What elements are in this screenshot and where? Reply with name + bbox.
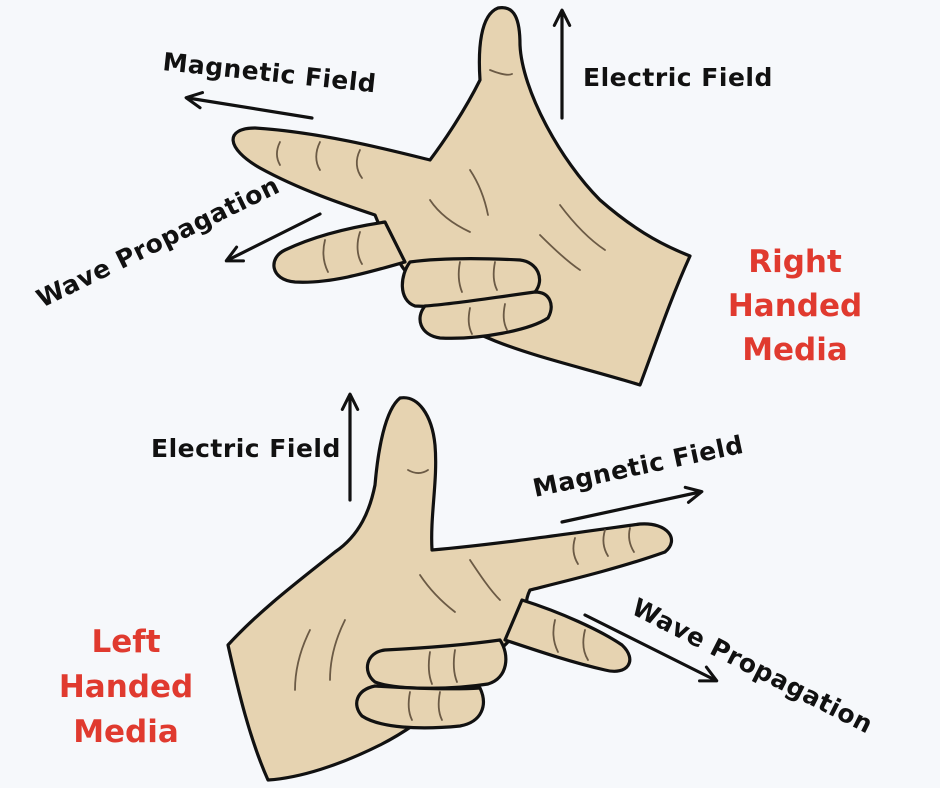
right-wave-label: Wave Propagation — [32, 171, 284, 314]
left-wave-label: Wave Propagation — [627, 593, 878, 740]
left-title-line-3: Media — [73, 714, 179, 750]
left-hand — [226, 396, 674, 782]
left-magnetic-arrow — [560, 485, 704, 524]
right-title-line-2: Handed — [728, 288, 862, 324]
right-electric-label: Electric Field — [583, 63, 773, 92]
left-electric-label: Electric Field — [151, 434, 341, 463]
right-title-line-1: Right — [748, 244, 842, 280]
right-handed-title: Right Handed Media — [728, 244, 862, 368]
right-hand — [231, 6, 692, 387]
left-magnetic-label: Magnetic Field — [530, 430, 746, 503]
left-wave-arrow — [583, 613, 719, 683]
left-title-line-1: Left — [91, 624, 160, 660]
right-title-line-3: Media — [742, 332, 848, 368]
right-wave-arrow — [224, 212, 322, 263]
right-magnetic-arrow — [184, 91, 314, 120]
right-magnetic-label: Magnetic Field — [161, 47, 377, 98]
left-title-line-2: Handed — [59, 669, 193, 705]
left-handed-title: Left Handed Media — [59, 624, 193, 750]
